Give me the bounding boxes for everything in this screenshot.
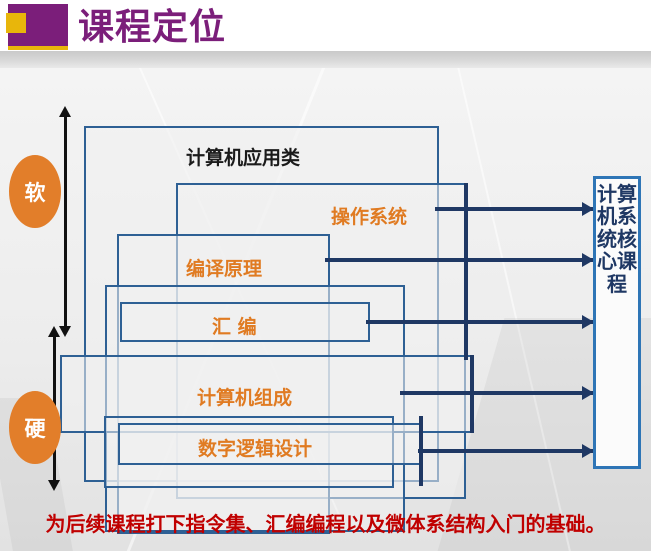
- layer-label-organization: 计算机组成: [197, 387, 293, 409]
- page-title: 课程定位: [78, 7, 227, 48]
- layer-box-assembly: 汇 编: [120, 302, 370, 342]
- side-marker-software-label: 软: [24, 180, 46, 205]
- connector-arrowhead-digital-logic: [582, 444, 594, 458]
- connector-stem-vertical: [470, 355, 474, 433]
- layer-label-os: 操作系统: [331, 206, 408, 228]
- side-marker-software: 软: [9, 155, 61, 228]
- slide-caption: 为后续课程打下指令集、汇编编程以及微体系结构入门的基础。: [45, 512, 606, 536]
- connector-line-assembly: [366, 320, 593, 324]
- layer-label-assembly: 汇 编: [212, 316, 257, 338]
- connector-arrowhead-assembly: [582, 315, 594, 329]
- connector-stem-vertical: [419, 416, 423, 486]
- connector-arrowhead-compiler: [582, 253, 594, 267]
- slide-canvas: 计算机应用类 操作系统 编译原理 汇 编 计算机组成 数字逻辑设计: [0, 68, 651, 551]
- connector-line-compiler: [325, 258, 593, 262]
- result-box-label: 计算机系统核心课程: [597, 182, 637, 296]
- result-box: 计算机系统核心课程: [593, 176, 641, 469]
- hardware-axis-arrowhead-down: [48, 480, 60, 491]
- side-marker-hardware-label: 硬: [24, 416, 46, 441]
- title-divider-band: [0, 51, 651, 71]
- connector-line-digital-logic: [418, 449, 593, 453]
- layer-label-digital-logic: 数字逻辑设计: [198, 438, 313, 460]
- title-marker-icon: [6, 4, 68, 50]
- connector-arrowhead-os: [582, 202, 594, 216]
- software-axis-arrowhead-down: [59, 326, 71, 337]
- layer-label-application: 计算机应用类: [186, 147, 301, 169]
- layer-box-digital-logic: 数字逻辑设计: [118, 423, 421, 465]
- software-axis-arrowhead-up: [59, 106, 71, 117]
- side-marker-hardware: 硬: [9, 391, 61, 464]
- title-marker-inner-square: [6, 13, 26, 33]
- layer-label-compiler: 编译原理: [186, 258, 263, 280]
- software-axis-line: [64, 116, 67, 329]
- slide-title-bar: 课程定位: [0, 0, 651, 55]
- connector-arrowhead-organization: [582, 386, 594, 400]
- hardware-axis-arrowhead-up: [48, 326, 60, 337]
- connector-line-organization: [400, 391, 593, 395]
- connector-line-os: [435, 207, 593, 211]
- connector-stem-vertical: [464, 183, 468, 360]
